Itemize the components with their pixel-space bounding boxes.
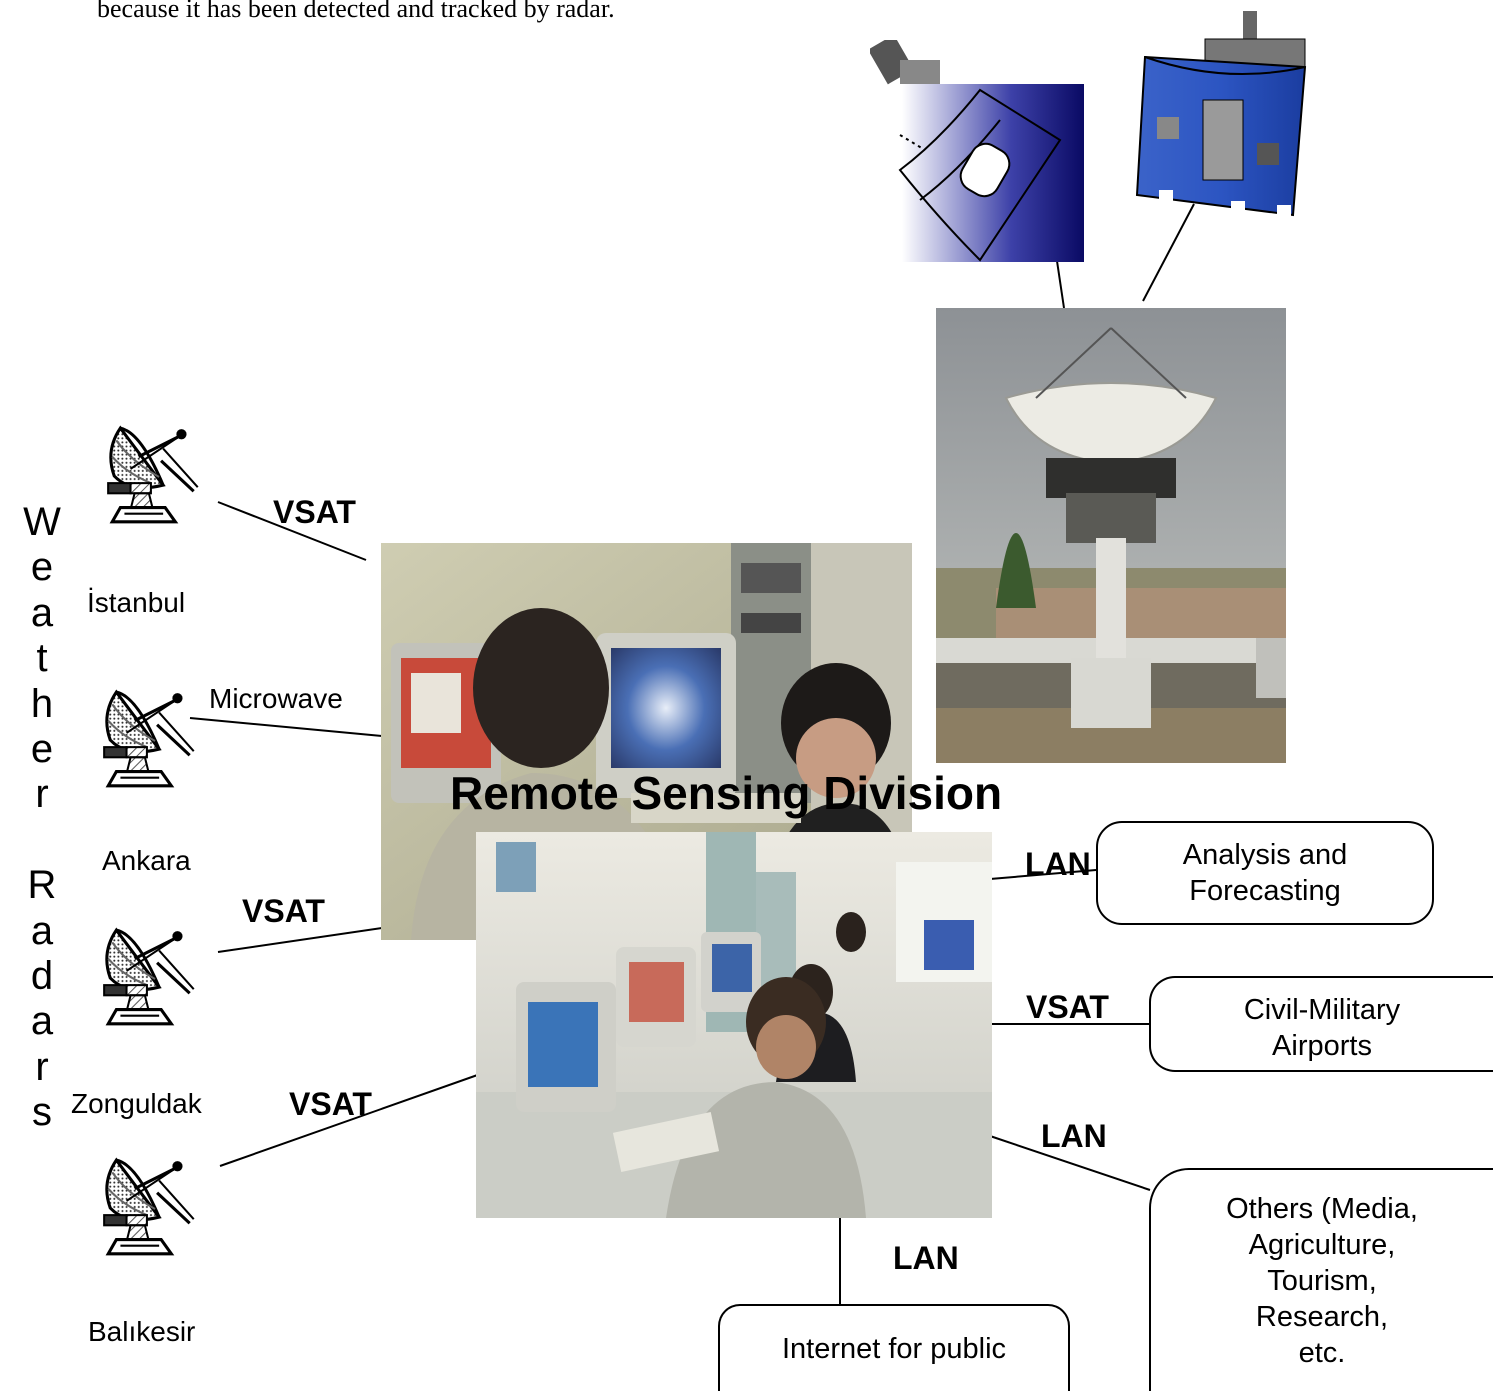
others-box: Others (Media, Agriculture, Tourism, Res… <box>1149 1168 1493 1391</box>
analysis-forecasting-box: Analysis and Forecasting <box>1096 821 1434 925</box>
others-box-line: etc. <box>1298 1336 1346 1369</box>
others-box-line: Tourism, <box>1267 1264 1377 1297</box>
others-box-line: Research, <box>1255 1300 1389 1333</box>
others-box-line: Others (Media, <box>1226 1192 1418 1225</box>
diagram-title: Remote Sensing Division <box>450 767 1003 819</box>
radar-dish-icon <box>100 420 212 532</box>
link-label-internet: LAN <box>893 1240 959 1276</box>
airports-box-line: Airports <box>1272 1030 1372 1062</box>
link-label-others: LAN <box>1041 1118 1107 1154</box>
city-label-ankara: Ankara <box>102 845 191 876</box>
others-box-line: Agriculture, <box>1248 1228 1396 1261</box>
airports-box-line: Civil-Military <box>1243 994 1401 1026</box>
link-line-ankara <box>189 717 383 737</box>
weather-radars-vertical-label: W e a t h e r R a d a r s <box>23 500 61 1135</box>
link-label-zonguldak: VSAT <box>242 893 325 929</box>
city-label-zonguldak: Zonguldak <box>71 1088 202 1119</box>
ground-station-photo <box>936 308 1286 763</box>
link-line-zonguldak <box>217 927 383 953</box>
link-line-istanbul <box>217 501 367 561</box>
city-label-istanbul: İstanbul <box>87 587 186 618</box>
satellite-panel-icon <box>867 34 1085 262</box>
radar-dish-icon <box>96 684 208 796</box>
link-line-balikesir <box>219 1071 487 1167</box>
analysis-box-line: Forecasting <box>1189 875 1341 907</box>
link-line-others <box>989 1135 1151 1191</box>
link-label-balikesir: VSAT <box>289 1086 372 1122</box>
radar-dish-icon <box>96 922 208 1034</box>
city-label-balikesir: Balıkesir <box>88 1316 196 1347</box>
link-label-istanbul: VSAT <box>273 494 356 530</box>
caption-text: because it has been detected and tracked… <box>97 0 615 23</box>
link-line-sat-right <box>1142 203 1195 302</box>
radar-dish-icon <box>96 1152 208 1264</box>
satellite-drum-icon <box>1125 5 1317 230</box>
analysis-box-line: Analysis and <box>1182 839 1348 871</box>
forecast-room-photo <box>476 832 992 1218</box>
link-label-analysis: LAN <box>1025 846 1091 882</box>
link-label-ankara: Microwave <box>209 683 343 714</box>
link-line-analysis <box>989 869 1097 880</box>
link-label-airports: VSAT <box>1026 989 1109 1025</box>
internet-public-box: Internet for public <box>718 1304 1070 1391</box>
civil-military-airports-box: Civil-Military Airports <box>1149 976 1493 1072</box>
